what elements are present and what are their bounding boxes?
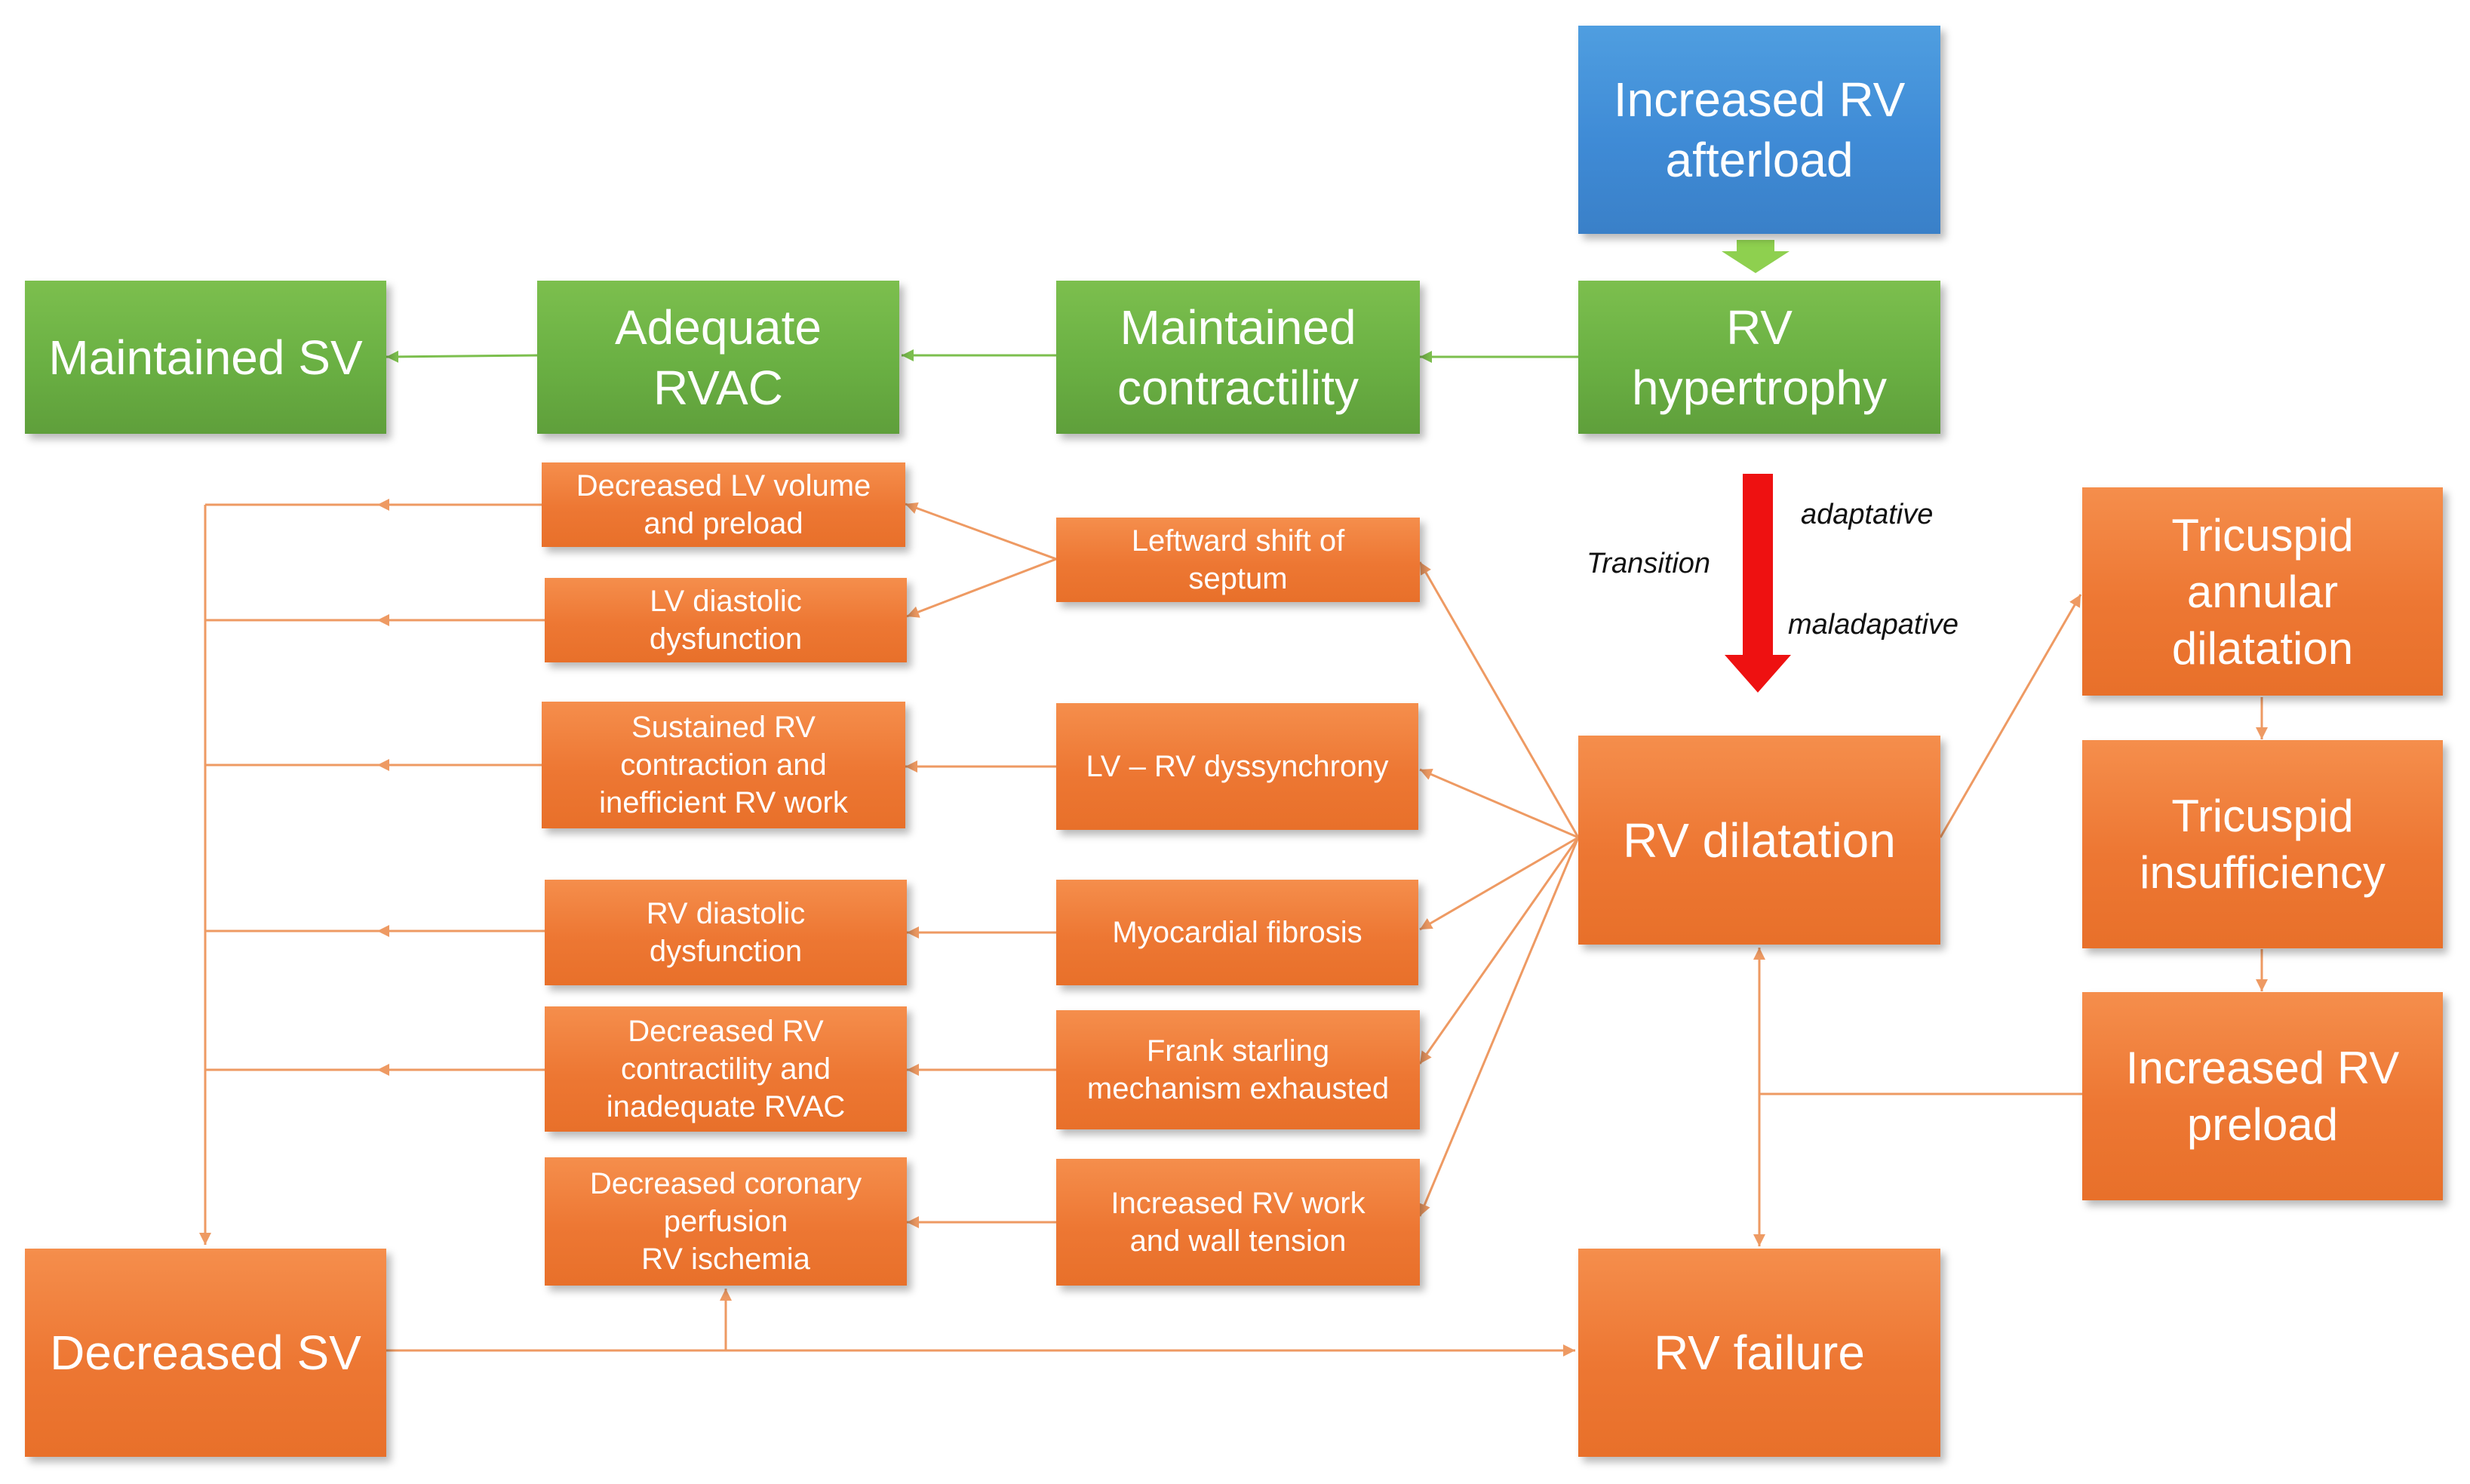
tricuspid-insufficiency-box: Tricuspid insufficiency <box>2082 740 2443 948</box>
frank-starling-box: Frank starling mechanism exhausted <box>1056 1010 1420 1129</box>
maintained-contractility-box: Maintained contractility <box>1056 281 1420 434</box>
transition-label: Transition <box>1587 548 1711 579</box>
arrow-dilatation-to-fibrosis <box>1419 836 1579 931</box>
decreased-rv-contractility-box: Decreased RV contractility and inadequat… <box>545 1006 907 1132</box>
sustained-rv-contraction-box: Sustained RV contraction and inefficient… <box>542 702 905 828</box>
tricuspid-annular-dilatation-box: Tricuspid annular dilatation <box>2082 487 2443 696</box>
adequate-rvac-box: Adequate RVAC <box>537 281 899 434</box>
adaptive-arrows <box>386 349 1578 363</box>
connector-lines <box>199 499 2268 1356</box>
decreased-lv-volume-box: Decreased LV volume and preload <box>542 462 905 547</box>
maintained-sv-box: Maintained SV <box>25 281 386 434</box>
arrow-septum-to-lv-volume <box>905 502 1057 561</box>
leftward-shift-septum-box: Leftward shift of septum <box>1056 518 1420 602</box>
rv-dilatation-box: RV dilatation <box>1578 736 1940 945</box>
myocardial-fibrosis-box: Myocardial fibrosis <box>1056 880 1418 985</box>
arrow-rvac-to-sv <box>386 350 538 363</box>
arrow-dilatation-to-work <box>1418 837 1580 1217</box>
adaptive-label: adaptative <box>1801 499 1934 530</box>
rv-diastolic-dysfunction-box: RV diastolic dysfunction <box>545 880 907 985</box>
arrow-dilatation-to-frank <box>1418 837 1580 1065</box>
increased-rv-afterload-box: Increased RV afterload <box>1578 26 1940 234</box>
lv-diastolic-dysfunction-box: LV diastolic dysfunction <box>545 578 907 662</box>
arrow-septum-to-lv-diastolic <box>906 558 1057 618</box>
decreased-sv-box: Decreased SV <box>25 1249 386 1457</box>
maladaptive-label: maladapative <box>1788 609 1959 641</box>
arrow-dilatation-to-septum <box>1418 561 1580 838</box>
afterload-to-hypertrophy-arrow <box>1722 240 1790 273</box>
arrow-dilatation-to-annular <box>1939 594 2082 838</box>
arrow-dilatation-to-dyssynchrony <box>1419 768 1579 839</box>
rv-failure-box: RV failure <box>1578 1249 1940 1457</box>
decreased-coronary-perfusion-box: Decreased coronary perfusion RV ischemia <box>545 1157 907 1286</box>
transition-arrow <box>1725 474 1791 693</box>
rv-hypertrophy-box: RV hypertrophy <box>1578 281 1940 434</box>
increased-rv-work-box: Increased RV work and wall tension <box>1056 1159 1420 1286</box>
increased-rv-preload-box: Increased RV preload <box>2082 992 2443 1200</box>
lv-rv-dyssynchrony-box: LV – RV dyssynchrony <box>1056 703 1418 830</box>
